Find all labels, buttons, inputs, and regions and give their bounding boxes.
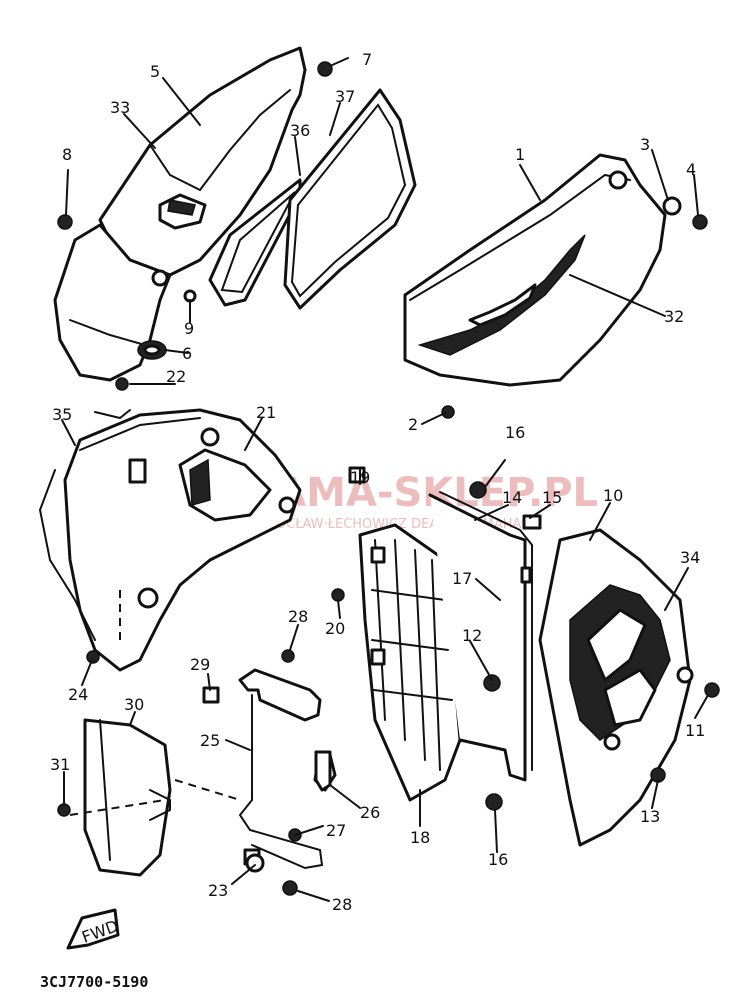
callout-7: 7 <box>362 50 372 69</box>
callout-36: 36 <box>290 121 310 140</box>
callout-4: 4 <box>686 160 696 179</box>
callout-27: 27 <box>326 821 346 840</box>
lower-shroud-30 <box>69 718 172 877</box>
left-lower-panel <box>38 408 302 672</box>
callout-8: 8 <box>62 145 72 164</box>
callout-15: 15 <box>542 488 562 507</box>
fasteners <box>57 61 720 896</box>
right-side-cover <box>403 153 682 387</box>
callout-31: 31 <box>50 755 70 774</box>
callout-25: 25 <box>200 731 220 750</box>
callout-28b: 28 <box>332 895 352 914</box>
part-code: 3CJ7700-5190 <box>40 973 148 991</box>
callout-22: 22 <box>166 367 186 386</box>
callout-6: 6 <box>182 344 192 363</box>
callout-12: 12 <box>462 626 482 645</box>
callout-21: 21 <box>256 403 276 422</box>
callout-28a: 28 <box>288 607 308 626</box>
callout-labels: 5 7 33 37 36 8 1 3 4 32 9 6 22 2 21 35 1… <box>50 50 705 914</box>
bracket-25 <box>174 668 337 870</box>
callout-10: 10 <box>603 486 623 505</box>
panel-37 <box>283 88 417 310</box>
callout-3: 3 <box>640 135 650 154</box>
callout-26: 26 <box>360 803 380 822</box>
callout-16a: 16 <box>505 423 525 442</box>
callout-23: 23 <box>208 881 228 900</box>
callout-13: 13 <box>640 807 660 826</box>
callout-37: 37 <box>335 87 355 106</box>
callout-19: 19 <box>350 468 370 487</box>
fwd-arrow-icon: FWD <box>66 908 121 950</box>
leader-lines <box>61 57 709 902</box>
callout-30: 30 <box>124 695 144 714</box>
frame-tube-14 <box>428 491 533 782</box>
callout-29: 29 <box>190 655 210 674</box>
callout-11: 11 <box>685 721 705 740</box>
callout-14: 14 <box>502 488 522 507</box>
callout-2: 2 <box>408 415 418 434</box>
callout-16b: 16 <box>488 850 508 869</box>
callout-18: 18 <box>410 828 430 847</box>
right-shroud-10 <box>538 528 694 847</box>
callout-32: 32 <box>664 307 684 326</box>
callout-34: 34 <box>680 548 700 567</box>
callout-35: 35 <box>52 405 72 424</box>
left-side-cover <box>53 46 307 382</box>
callout-1: 1 <box>515 145 525 164</box>
radiator-grille-18 <box>358 523 462 802</box>
watermark-brand: YAMA-SKLEP.PL <box>249 470 598 516</box>
callout-33: 33 <box>110 98 130 117</box>
callout-24: 24 <box>68 685 88 704</box>
callout-20: 20 <box>325 619 345 638</box>
callout-5: 5 <box>150 62 160 81</box>
callout-9: 9 <box>184 319 194 338</box>
gasket-36 <box>208 178 302 307</box>
callout-17: 17 <box>452 569 472 588</box>
